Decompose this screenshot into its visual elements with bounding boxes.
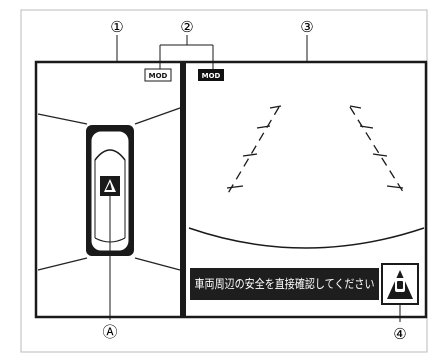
bumper-curve bbox=[188, 227, 425, 249]
callout-2: ② bbox=[180, 18, 193, 36]
pane-divider bbox=[180, 62, 186, 317]
camera-view-indicator-icon bbox=[100, 176, 120, 196]
mod-badge-left-label: MOD bbox=[149, 72, 168, 80]
callout-3: ③ bbox=[300, 18, 313, 36]
warning-banner bbox=[190, 268, 379, 300]
camera-view-pane: MOD 車両周辺の安全を直接確認してください bbox=[188, 69, 425, 305]
callout-a: Ⓐ bbox=[102, 323, 117, 341]
camera-indicator-icon bbox=[381, 263, 419, 305]
mod-badge-right-label: MOD bbox=[202, 72, 221, 80]
top-view-line bbox=[37, 113, 88, 125]
callout-4: ④ bbox=[393, 325, 406, 343]
mod-badge-left bbox=[144, 68, 172, 82]
mod-badge-right bbox=[198, 69, 224, 81]
warning-banner-text: 車両周辺の安全を直接確認してください bbox=[195, 276, 375, 291]
callout-leaders bbox=[109, 35, 401, 322]
top-view-line bbox=[134, 257, 181, 271]
callout-1: ① bbox=[110, 18, 123, 36]
top-view-line bbox=[134, 107, 181, 125]
top-view-line bbox=[37, 257, 88, 271]
parking-guide-lines bbox=[226, 105, 406, 196]
top-view-pane: MOD bbox=[37, 68, 181, 271]
